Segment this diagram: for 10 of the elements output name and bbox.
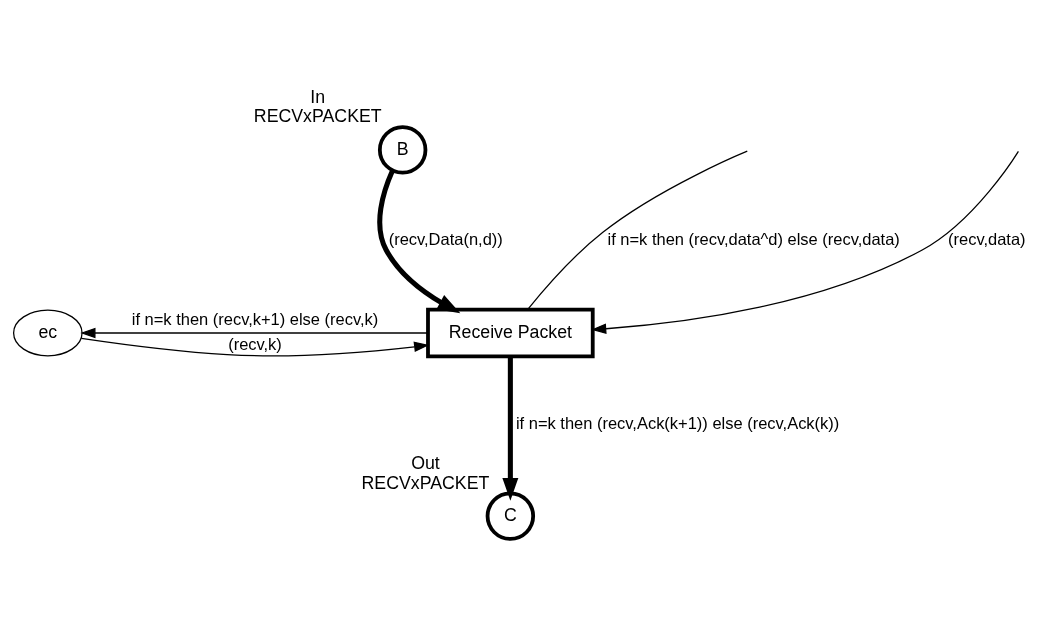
node-label: RECVxPACKET (361, 472, 490, 493)
edge-label: if n=k then (recv,data^d) else (recv,data) (607, 230, 900, 249)
edge-label: if n=k then (recv,Ack(k+1)) else (recv,Ack(k)) (515, 414, 840, 433)
edge-label: (recv,data) (948, 230, 1026, 249)
edge-label: if n=k then (recv,k+1) else (recv,k) (131, 309, 379, 328)
node-label: RECVxPACKET (253, 106, 382, 127)
node-label: In (310, 87, 326, 108)
node-label: Out (411, 453, 440, 474)
edge-label: (recv,Data(n,d)) (388, 230, 503, 249)
edge-label: (recv,k) (228, 334, 282, 353)
